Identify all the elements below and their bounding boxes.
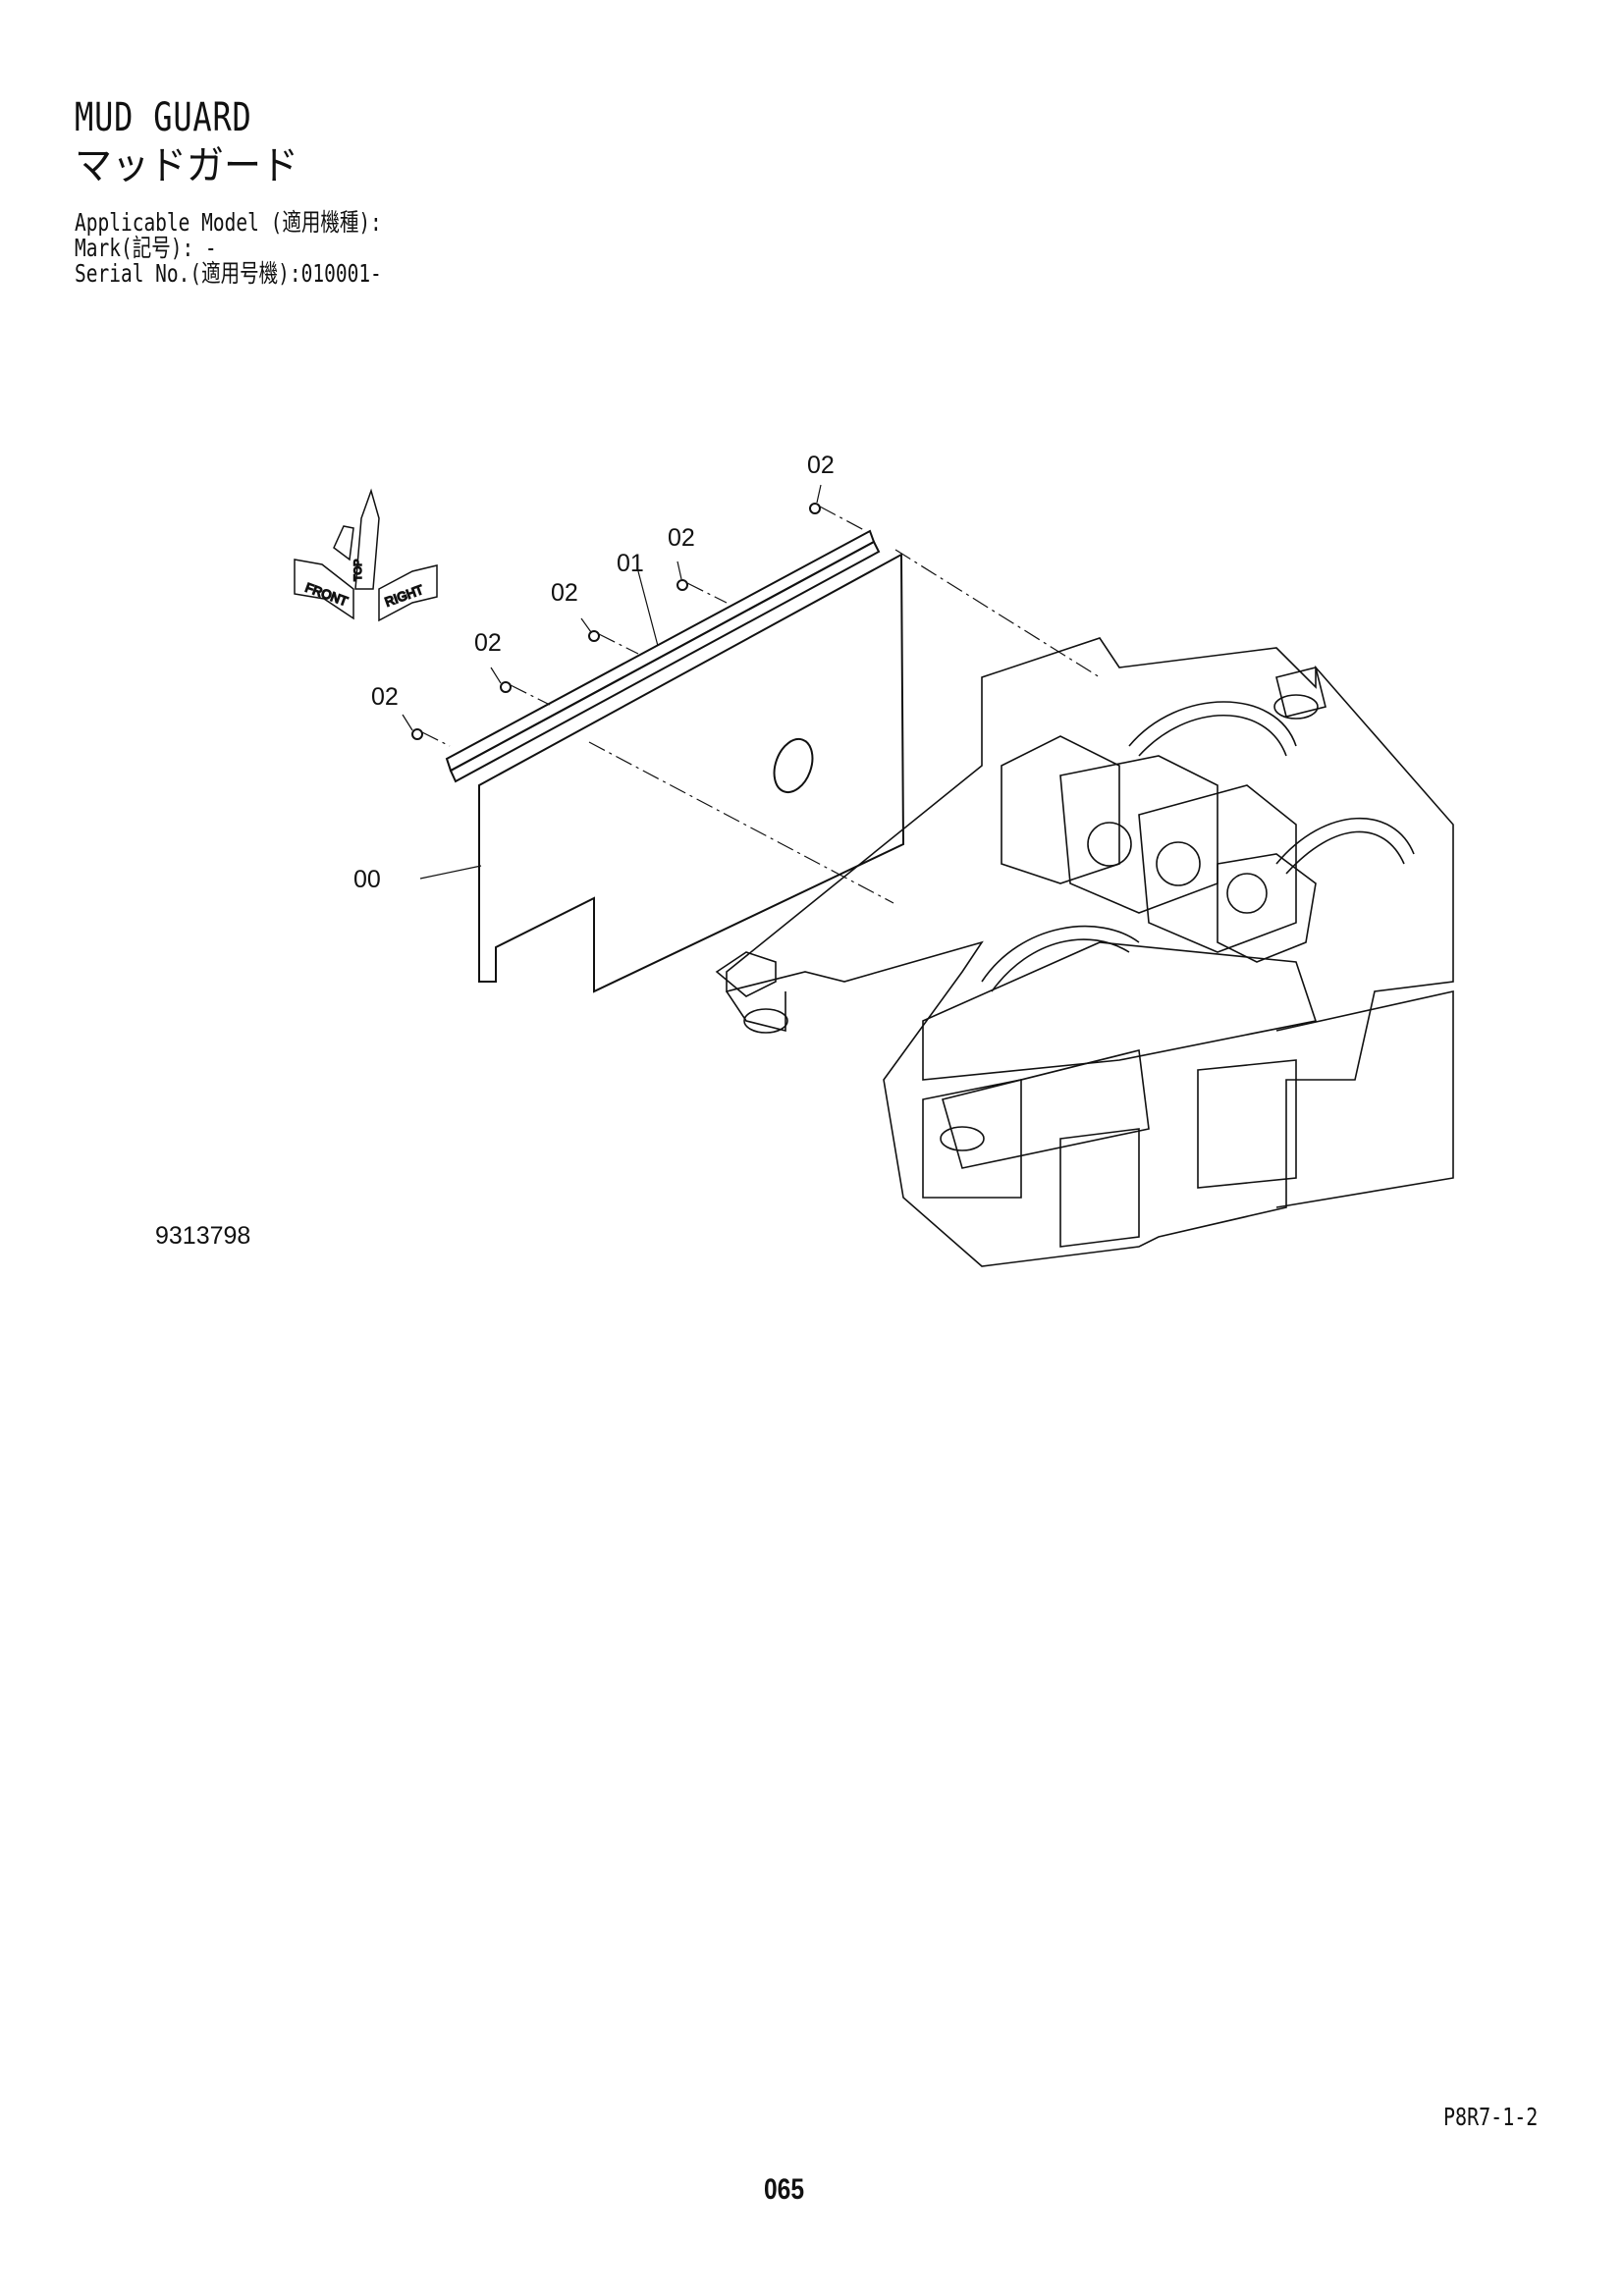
mud-guard-plate [478,553,905,993]
top-arrow [333,525,354,561]
serial-no: Serial No.(適用号機):010001- [75,259,382,288]
callouts: 00 01 02 02 02 02 02 [353,452,835,893]
machine-assembly [715,637,1454,1267]
callout-02-d: 02 [668,524,695,552]
retaining-bar [445,529,881,783]
bolt-5-icon [809,503,821,514]
leader-lines [402,484,822,880]
mark: Mark(記号): - [75,234,217,262]
page-code: P8R7-1-2 [1443,2103,1539,2131]
callout-02-b: 02 [474,629,502,657]
parts-diagram: FRONT TOP RIGHT [294,452,1454,1267]
assembly-lines [421,506,1101,904]
bolt-2-icon [500,681,512,693]
applicable-model: Applicable Model (適用機種): [75,208,382,237]
bolt-4-icon [677,579,688,591]
callout-01: 01 [617,550,644,577]
callout-02-a: 02 [371,683,399,711]
callout-02-c: 02 [551,579,578,607]
right-arrow [378,564,438,622]
callout-02-e: 02 [807,452,835,479]
meta-info: Applicable Model (適用機種): Mark(記号): - Ser… [75,210,382,287]
bolt-3-icon [588,630,600,642]
bolts [411,503,821,740]
figure-number: 9313798 [155,1222,251,1250]
orientation-arrows-icon: FRONT TOP RIGHT [294,488,438,622]
page-number: 065 [764,2173,805,2206]
callout-00: 00 [353,866,381,893]
front-arrow [294,559,354,620]
title-english: MUD GUARD [75,95,252,140]
header: MUD GUARD マッドガード Applicable Model (適用機種)… [75,96,468,287]
top-label: TOP [352,560,364,581]
up-arrow [354,488,380,590]
bolt-1-icon [411,728,423,740]
title-japanese: マッドガード [75,143,298,188]
